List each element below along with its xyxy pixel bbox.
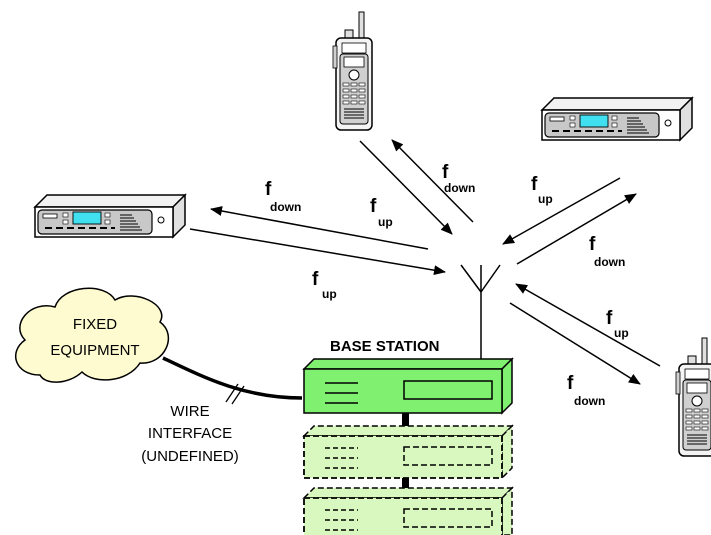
signal-arrows (189, 139, 661, 385)
freq-label-up-left: f up (312, 269, 337, 301)
antenna-icon (460, 264, 501, 360)
cloud-label-line1: FIXED (73, 316, 117, 333)
wire-connection (162, 356, 303, 405)
handheld-radio-bottom-right (675, 337, 711, 457)
base-station-label: BASE STATION (330, 338, 439, 355)
base-station-icon (302, 357, 514, 535)
arrow-down-top (391, 139, 474, 223)
freq-label-down-topright: f down (589, 234, 625, 269)
svg-text:up: up (378, 215, 393, 229)
handheld-radio-icon (332, 11, 373, 131)
arrow-up-topright (502, 177, 621, 245)
svg-text:up: up (614, 326, 629, 340)
svg-text:down: down (270, 200, 301, 214)
svg-text:up: up (322, 287, 337, 301)
freq-label-up-bottomright: f up (606, 308, 629, 340)
mobile-radio-icon (34, 194, 186, 238)
freq-label-up-topright: f up (531, 174, 553, 206)
cloud-icon: FIXED EQUIPMENT (15, 287, 170, 383)
mobile-radio-top-right (541, 97, 693, 141)
svg-text:WIRE: WIRE (170, 403, 209, 420)
handheld-radio-top (332, 11, 373, 131)
arrow-down-left (210, 206, 429, 250)
freq-label-down-left: f down (265, 179, 301, 214)
svg-text:f: f (265, 179, 272, 200)
cloud-label-line2: EQUIPMENT (50, 342, 139, 359)
freq-label-down-bottomright: f down (567, 373, 605, 408)
wire-interface-label: WIRE INTERFACE (UNDEFINED) (141, 403, 239, 465)
mobile-radio-left (34, 194, 186, 238)
svg-text:INTERFACE: INTERFACE (148, 425, 232, 442)
arrow-down-topright (516, 193, 637, 265)
svg-text:f: f (531, 174, 538, 195)
svg-text:up: up (538, 192, 553, 206)
svg-text:down: down (594, 255, 625, 269)
freq-label-up-top: f up (370, 196, 393, 229)
svg-text:f: f (567, 373, 574, 394)
svg-text:f: f (589, 234, 596, 255)
svg-text:f: f (370, 196, 377, 217)
arrow-down-bottomright (509, 302, 641, 385)
arrow-up-left (189, 228, 446, 276)
svg-text:down: down (444, 181, 475, 195)
arrow-up-bottomright (515, 283, 661, 367)
svg-text:f: f (606, 308, 613, 329)
freq-label-down-top: f down (442, 162, 475, 195)
arrow-up-top (359, 140, 453, 235)
mobile-radio-icon (541, 97, 693, 141)
svg-text:f: f (312, 269, 319, 290)
svg-text:f: f (442, 162, 449, 183)
svg-text:down: down (574, 394, 605, 408)
svg-text:(UNDEFINED): (UNDEFINED) (141, 448, 239, 465)
